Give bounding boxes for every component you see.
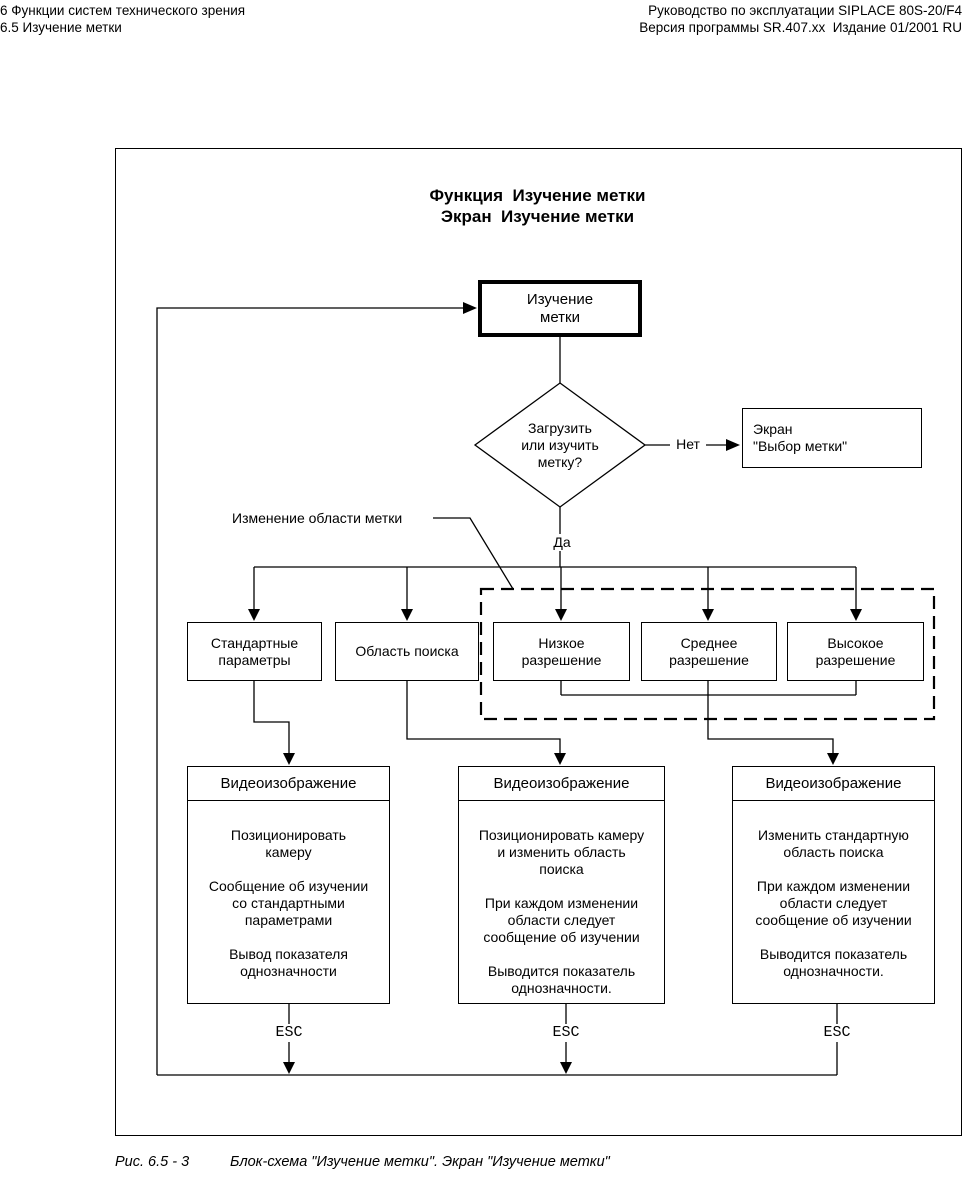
diagram-frame xyxy=(115,148,962,1136)
video-box-middle-par-1: Позиционировать камеру и изменить област… xyxy=(478,827,645,877)
screen-select-label: Экран "Выбор метки" xyxy=(753,421,848,454)
esc-label-left: ESC xyxy=(267,1024,311,1042)
search-area-box: Область поиска xyxy=(335,622,479,681)
video-box-left: Видеоизображение Позиционировать камеру … xyxy=(187,766,390,1004)
video-box-right-par-3: Выводится показатель однозначности. xyxy=(759,946,908,979)
high-resolution-box: Высокое разрешение xyxy=(787,622,924,681)
medium-resolution-box: Среднее разрешение xyxy=(641,622,777,681)
region-change-label: Изменение области метки xyxy=(232,510,403,526)
yes-label: Да xyxy=(547,534,577,551)
caption-text: Блок-схема "Изучение метки". Экран "Изуч… xyxy=(230,1154,610,1170)
esc-label-middle: ESC xyxy=(544,1024,588,1042)
video-box-right-header: Видеоизображение xyxy=(733,767,934,801)
video-box-left-par-1: Позиционировать камеру xyxy=(230,827,347,860)
page-header-left: 6 Функции систем технического зрения 6.5… xyxy=(0,3,246,35)
video-box-middle-header: Видеоизображение xyxy=(459,767,664,801)
start-box-label: Изучение метки xyxy=(526,290,594,326)
video-box-right-par-1: Изменить стандартную область поиска xyxy=(758,827,909,860)
video-box-middle-par-2: При каждом изменении области следует соо… xyxy=(483,895,640,945)
diagram-title: Функция Изучение метки Экран Изучение ме… xyxy=(429,186,646,226)
start-box: Изучение метки xyxy=(478,280,642,337)
video-box-right-par-2: При каждом изменении области следует соо… xyxy=(755,878,912,928)
screen-select-box: Экран "Выбор метки" xyxy=(742,408,922,468)
video-box-left-par-3: Вывод показателя однозначности xyxy=(229,946,348,979)
page-header-right: Руководство по эксплуатации SIPLACE 80S-… xyxy=(639,3,962,35)
esc-label-right: ESC xyxy=(815,1024,859,1042)
video-box-right: Видеоизображение Изменить стандартную об… xyxy=(732,766,935,1004)
video-box-middle-par-3: Выводится показатель однозначности. xyxy=(487,963,636,996)
standard-params-box: Стандартные параметры xyxy=(187,622,322,681)
no-label: Нет xyxy=(670,436,706,453)
video-box-left-header: Видеоизображение xyxy=(188,767,389,801)
video-box-left-par-2: Сообщение об изучении со стандартными па… xyxy=(208,878,369,928)
video-box-middle: Видеоизображение Позиционировать камеру … xyxy=(458,766,665,1004)
low-resolution-box: Низкое разрешение xyxy=(493,622,630,681)
caption-figure-number: Рис. 6.5 - 3 xyxy=(115,1154,190,1170)
decision-label: Загрузить или изучить метку? xyxy=(521,419,599,470)
